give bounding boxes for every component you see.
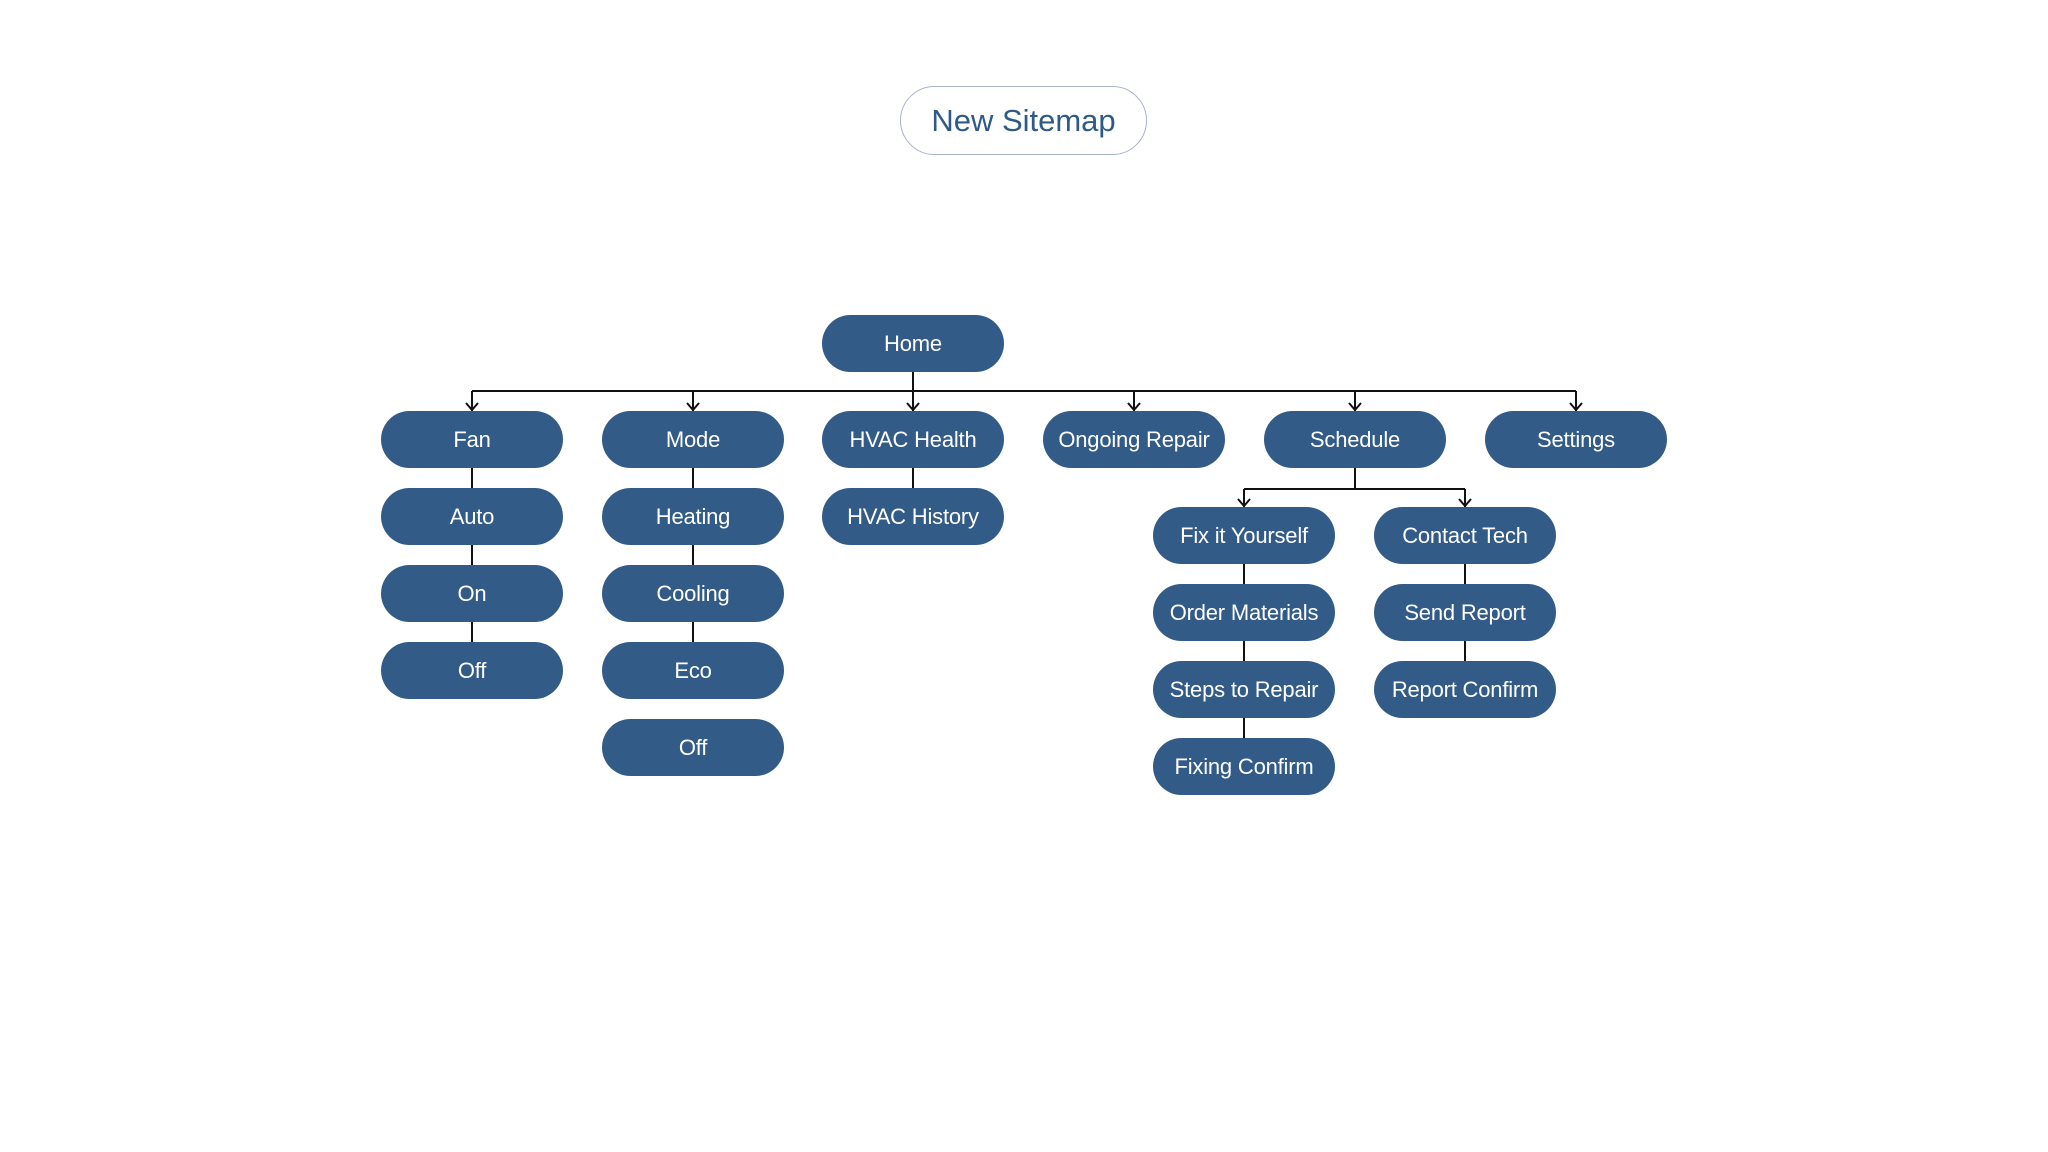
node-fix-it-yourself[interactable]: Fix it Yourself [1153,507,1335,564]
node-home[interactable]: Home [822,315,1004,372]
node-settings[interactable]: Settings [1485,411,1667,468]
node-report-confirm[interactable]: Report Confirm [1374,661,1556,718]
node-ongoing-repair[interactable]: Ongoing Repair [1043,411,1225,468]
node-off[interactable]: Off [602,719,784,776]
node-fixing-confirm[interactable]: Fixing Confirm [1153,738,1335,795]
node-fan[interactable]: Fan [381,411,563,468]
node-order-materials[interactable]: Order Materials [1153,584,1335,641]
node-heating[interactable]: Heating [602,488,784,545]
node-steps-to-repair[interactable]: Steps to Repair [1153,661,1335,718]
node-auto[interactable]: Auto [381,488,563,545]
sitemap-title: New Sitemap [900,86,1147,155]
node-hvac-history[interactable]: HVAC History [822,488,1004,545]
node-hvac-health[interactable]: HVAC Health [822,411,1004,468]
node-off[interactable]: Off [381,642,563,699]
node-eco[interactable]: Eco [602,642,784,699]
node-cooling[interactable]: Cooling [602,565,784,622]
node-on[interactable]: On [381,565,563,622]
node-schedule[interactable]: Schedule [1264,411,1446,468]
node-mode[interactable]: Mode [602,411,784,468]
node-contact-tech[interactable]: Contact Tech [1374,507,1556,564]
node-send-report[interactable]: Send Report [1374,584,1556,641]
